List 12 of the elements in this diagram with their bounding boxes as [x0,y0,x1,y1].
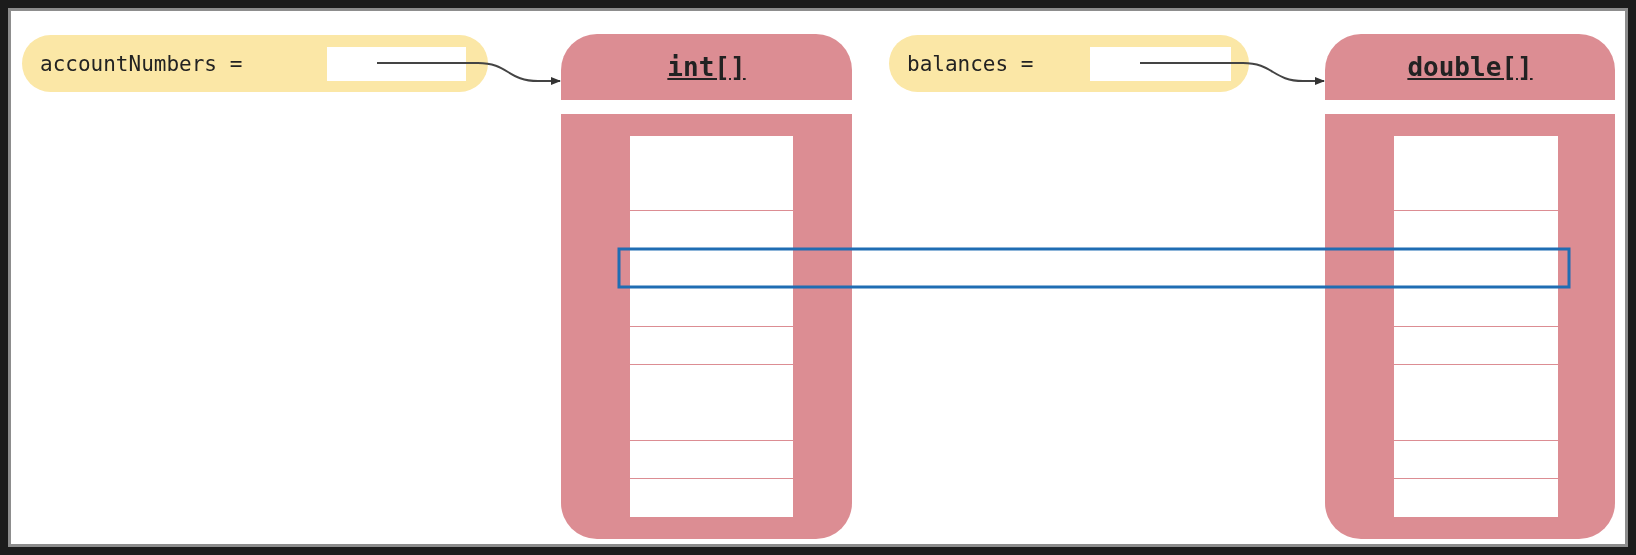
variable-name: balances = [907,51,1034,76]
variable-name: accountNumbers = [40,51,243,76]
type-label: double[] [1407,52,1533,82]
array-object [561,34,852,539]
variable-box [22,35,488,92]
reference-slot [327,47,466,81]
array-object [1325,34,1615,539]
reference-arrow [376,62,561,85]
type-label: int[] [667,52,746,82]
reference-slot [1090,47,1231,81]
variable-box [889,35,1249,92]
reference-arrow [1139,62,1325,85]
